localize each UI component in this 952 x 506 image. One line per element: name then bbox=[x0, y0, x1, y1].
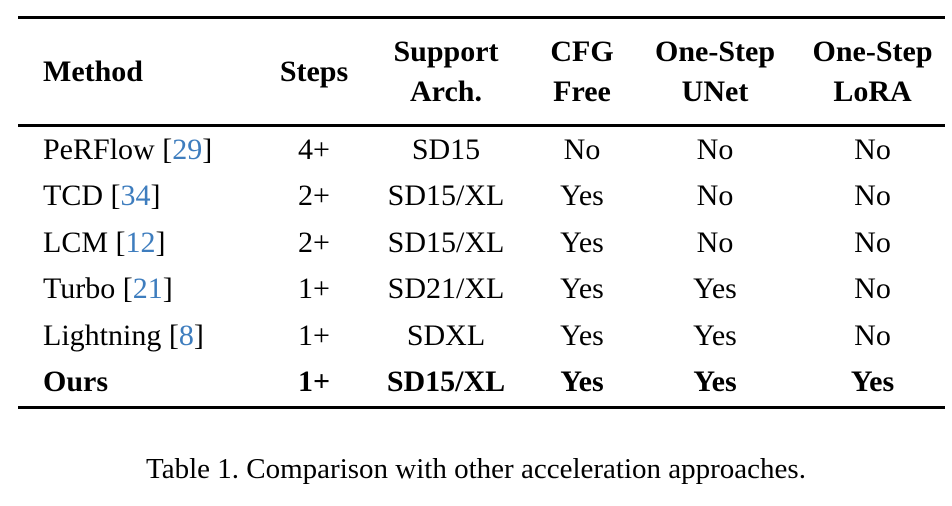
citation-link[interactable]: 29 bbox=[172, 132, 203, 166]
header-line: Method bbox=[43, 54, 143, 88]
header-line: Support bbox=[393, 34, 499, 68]
cfg-free-cell: Yes bbox=[560, 179, 604, 213]
one-step-lora-cell: No bbox=[854, 272, 891, 306]
one-step-unet-cell: Yes bbox=[693, 272, 737, 306]
header-line: One-Step bbox=[812, 34, 933, 68]
arch-cell: SD15 bbox=[411, 132, 481, 166]
one-step-unet-cell: Yes bbox=[693, 365, 737, 399]
one-step-lora-cell: No bbox=[854, 132, 891, 166]
one-step-lora-cell: Yes bbox=[850, 365, 895, 399]
method-cell: LCM [12] bbox=[43, 225, 166, 259]
method-name: PeRFlow bbox=[43, 132, 155, 166]
one-step-unet-cell: Yes bbox=[693, 318, 737, 352]
method-cell: Ours bbox=[18, 365, 270, 399]
one-step-lora-cell: No bbox=[854, 318, 891, 352]
header-line: LoRA bbox=[833, 74, 912, 108]
header-line: Free bbox=[553, 74, 611, 108]
method-cell: PeRFlow [29] bbox=[43, 132, 213, 166]
header-line: CFG bbox=[550, 34, 614, 68]
table-row: PeRFlow [29] 4+ SD15 No No No bbox=[18, 127, 945, 174]
method-name: LCM bbox=[43, 225, 109, 259]
table-row: Lightning [8] 1+ SDXL Yes Yes No bbox=[18, 313, 945, 360]
arch-cell: SD15/XL bbox=[387, 179, 505, 213]
table-top-rule bbox=[18, 16, 945, 19]
steps-cell: 4+ bbox=[298, 132, 330, 166]
method-name: Ours bbox=[43, 365, 109, 399]
table-mid-rule bbox=[18, 124, 945, 127]
cfg-free-cell: Yes bbox=[560, 318, 604, 352]
column-header-method: Method bbox=[18, 52, 270, 92]
column-header-steps: Steps bbox=[270, 52, 358, 92]
steps-cell: 2+ bbox=[298, 179, 330, 213]
steps-cell: 2+ bbox=[298, 225, 330, 259]
header-line: Steps bbox=[279, 54, 349, 88]
citation-link[interactable]: 21 bbox=[132, 272, 163, 306]
one-step-lora-cell: No bbox=[854, 225, 891, 259]
arch-cell: SD21/XL bbox=[387, 272, 505, 306]
table-row: TCD [34] 2+ SD15/XL Yes No No bbox=[18, 173, 945, 220]
cfg-free-cell: Yes bbox=[560, 365, 604, 399]
method-cell: TCD [34] bbox=[43, 179, 161, 213]
citation-link[interactable]: 12 bbox=[125, 225, 156, 259]
table-row: LCM [12] 2+ SD15/XL Yes No No bbox=[18, 220, 945, 267]
method-cell: Lightning [8] bbox=[43, 318, 204, 352]
header-line: UNet bbox=[681, 74, 749, 108]
table-bottom-rule bbox=[18, 405, 945, 409]
arch-cell: SD15/XL bbox=[387, 225, 505, 259]
cfg-free-cell: Yes bbox=[560, 272, 604, 306]
header-line: One-Step bbox=[655, 34, 775, 68]
cfg-free-cell: Yes bbox=[560, 225, 604, 259]
method-name: TCD bbox=[43, 179, 103, 213]
column-header-cfg-free: CFG Free bbox=[534, 32, 630, 112]
arch-cell: SDXL bbox=[406, 318, 486, 352]
steps-cell: 1+ bbox=[297, 365, 331, 399]
one-step-unet-cell: No bbox=[696, 132, 734, 166]
method-name: Lightning bbox=[43, 318, 162, 352]
method-cell: Turbo [21] bbox=[43, 272, 173, 306]
one-step-unet-cell: No bbox=[696, 179, 734, 213]
header-line: Arch. bbox=[410, 74, 482, 108]
cfg-free-cell: No bbox=[563, 132, 601, 166]
citation-link[interactable]: 8 bbox=[178, 318, 194, 352]
steps-cell: 1+ bbox=[298, 272, 330, 306]
table-row: Turbo [21] 1+ SD21/XL Yes Yes No bbox=[18, 266, 945, 313]
one-step-unet-cell: No bbox=[696, 225, 734, 259]
arch-cell: SD15/XL bbox=[386, 365, 506, 399]
one-step-lora-cell: No bbox=[854, 179, 891, 213]
steps-cell: 1+ bbox=[298, 318, 330, 352]
table-caption: Table 1. Comparison with other accelerat… bbox=[146, 453, 806, 485]
citation-link[interactable]: 34 bbox=[120, 179, 151, 213]
table-row: Ours 1+ SD15/XL Yes Yes Yes bbox=[18, 359, 945, 406]
method-name: Turbo bbox=[43, 272, 116, 306]
